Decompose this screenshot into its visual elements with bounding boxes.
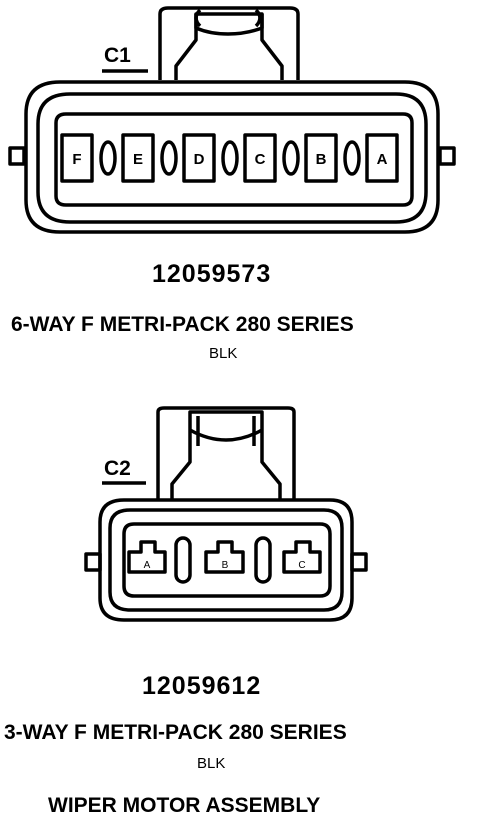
c2-connector [84,406,368,622]
c1-cavity-e [121,133,155,183]
c1-description: 6-WAY F METRI-PACK 280 SERIES [11,313,354,336]
c1-separator [160,140,178,176]
c1-body [24,80,440,234]
c2-label: C2 [104,457,131,480]
c1-latch [158,6,300,80]
c1-color: BLK [209,345,238,362]
c2-latch [156,406,296,500]
c2-cavity-label: B [222,560,229,571]
c1-right-tab [438,146,456,166]
c2-separator [254,536,272,584]
c1-separator [99,140,117,176]
c1-cavity-f [60,133,94,183]
c2-cavity-b [204,540,245,574]
c1-cavity-label: D [194,151,205,168]
c1-separator [221,140,239,176]
c2-body [98,498,354,622]
c1-cavity-a [365,133,399,183]
c1-cavity-label: B [316,151,327,168]
c1-cavity-b [304,133,338,183]
c2-description: 3-WAY F METRI-PACK 280 SERIES [4,721,347,744]
c1-cavity-d [182,133,216,183]
c2-cavity-c [282,540,322,574]
c1-separator [282,140,300,176]
c1-cavity-c [243,133,277,183]
assembly-title: WIPER MOTOR ASSEMBLY [48,794,321,817]
c1-cavity-label: A [377,151,388,168]
c2-right-tab [350,552,368,572]
c1-left-tab [8,146,26,166]
c1-part-number: 12059573 [152,260,272,288]
c2-cavity-label: A [144,560,151,571]
c2-separator [174,536,192,584]
c1-label: C1 [104,44,131,67]
c2-left-tab [84,552,102,572]
c2-part-number: 12059612 [142,672,262,700]
c1-cavity-label: E [133,151,143,168]
c1-separator [343,140,361,176]
c2-cavity-a [127,540,167,574]
c2-color: BLK [197,755,226,772]
c2-cavity-label: C [298,560,305,571]
c1-connector [8,6,456,234]
c1-cavity-label: F [72,151,81,168]
c1-cavity-label: C [255,151,266,168]
